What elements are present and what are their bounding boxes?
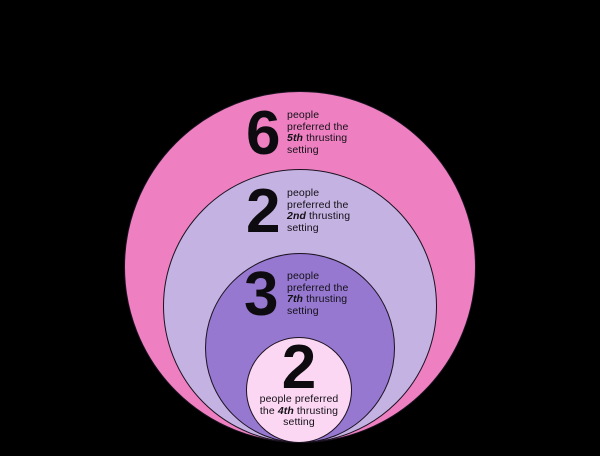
ordinal-2nd: 2nd (287, 210, 306, 223)
label-line-rest: thrusting (303, 293, 348, 306)
label-line: setting (287, 304, 319, 317)
label-line: preferred the (287, 281, 349, 294)
label-line: setting (287, 143, 319, 156)
label-line-pre: the (259, 404, 278, 417)
label-line: 2nd thrusting (287, 210, 351, 223)
label-2nd-setting: people preferred the 2nd thrusting setti… (287, 187, 351, 234)
label-line: setting (283, 416, 315, 429)
count-2nd-setting: 2 (246, 177, 280, 246)
label-line: 5th thrusting (287, 132, 348, 145)
label-line: people (287, 270, 320, 282)
ordinal-7th: 7th (287, 293, 304, 306)
count-4th-setting: 2 (281, 333, 317, 402)
ordinal-5th: 5th (287, 132, 304, 145)
label-line: 7th thrusting (287, 293, 348, 306)
count-7th-setting: 3 (244, 260, 278, 329)
label-5th-setting: people preferred the 5th thrusting setti… (287, 109, 349, 156)
label-line: the 4th thrusting (224, 404, 374, 418)
label-4th-setting: people preferred the 4th thrusting setti… (224, 393, 374, 429)
label-line-rest: thrusting (293, 404, 339, 417)
count-5th-setting: 6 (246, 99, 280, 168)
label-line-rest: thrusting (303, 132, 348, 145)
circle-4th-setting (246, 337, 352, 443)
label-line: people (287, 187, 320, 199)
label-line: people preferred (259, 393, 339, 405)
label-line-rest: thrusting (305, 210, 351, 223)
label-line: people (287, 109, 320, 121)
ordinal-4th: 4th (277, 404, 294, 417)
label-line: preferred the (287, 120, 349, 133)
label-line: setting (287, 221, 319, 234)
label-7th-setting: people preferred the 7th thrusting setti… (287, 270, 349, 317)
label-line: preferred the (287, 198, 349, 211)
